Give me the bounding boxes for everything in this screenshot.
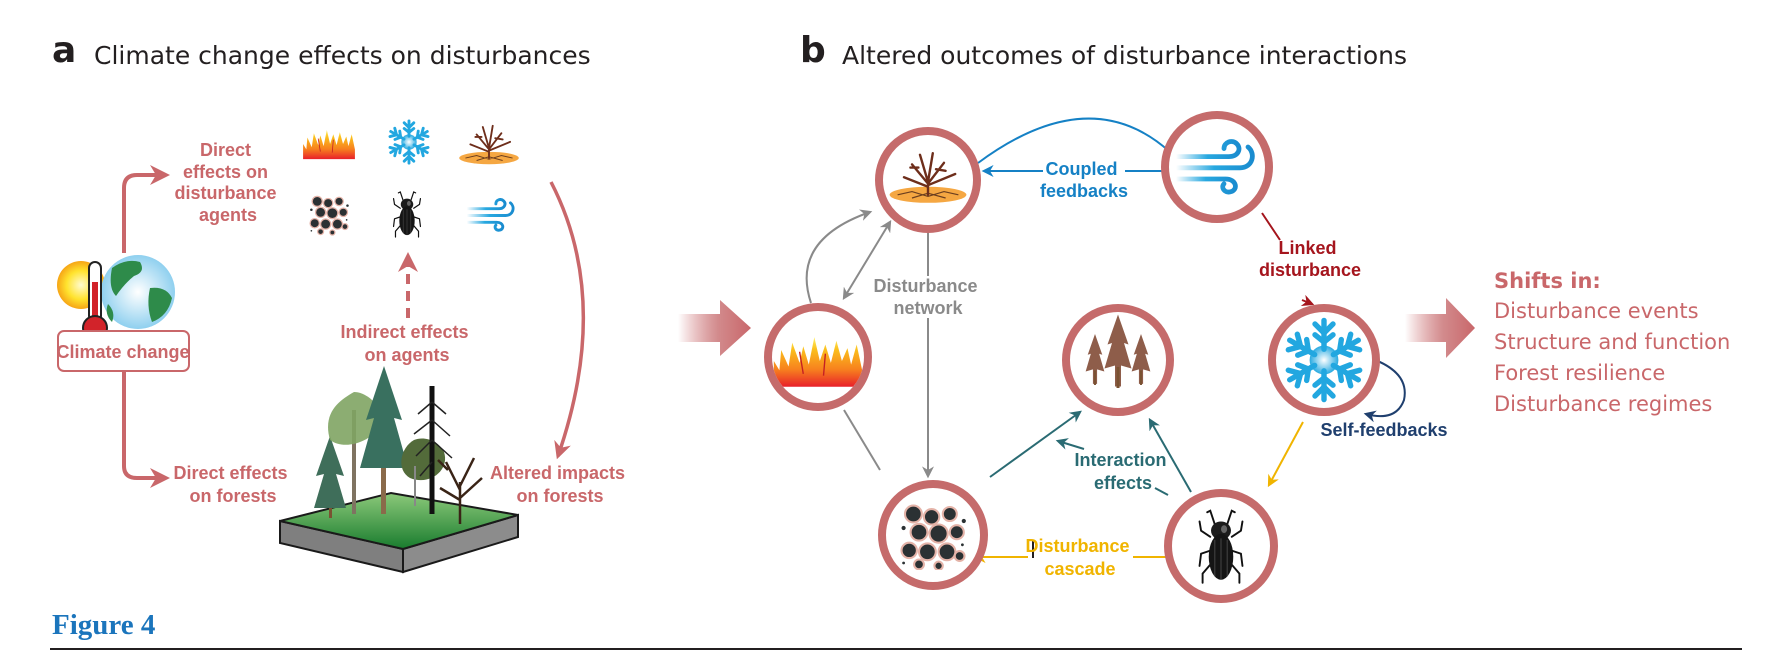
- shift-item: Structure and function: [1494, 330, 1730, 354]
- arrow-altered-impacts: [549, 181, 586, 460]
- globe-icon: [101, 255, 175, 329]
- node-pathogen: [878, 480, 988, 590]
- linked-line: [1261, 212, 1281, 241]
- fire-icon: [302, 129, 356, 160]
- disturbance-cascade-label: Disturbance cascade: [1025, 536, 1134, 579]
- input-arrow: [678, 300, 751, 356]
- climate-change-label: Climate change: [56, 342, 189, 362]
- cascade-arrow-snow-beetle: [1267, 421, 1304, 488]
- coupled-feedbacks-label: Coupled feedbacks: [1040, 159, 1128, 201]
- panel-a-title: Climate change effects on disturbances: [94, 41, 591, 70]
- coupled-feedback-arc: [977, 117, 1171, 164]
- direct-agents-label: Direct effects on disturbance agents: [174, 140, 281, 225]
- interaction-arrow-beetle-forest: [1148, 417, 1192, 493]
- beetle-icon: [392, 191, 422, 238]
- altered-impacts-label: Altered impacts on forests: [490, 463, 630, 506]
- direct-forests-label: Direct effects on forests: [173, 463, 292, 506]
- interaction-tick: [1154, 487, 1169, 496]
- node-wind: [1161, 111, 1273, 223]
- node-fire: [764, 303, 872, 411]
- node-snow: [1268, 304, 1380, 416]
- climate-change-box: [57, 330, 190, 372]
- interaction-effects-label: Interaction effects: [1074, 450, 1171, 493]
- shift-item: Disturbance regimes: [1494, 392, 1712, 416]
- self-feedback-loop: [1363, 357, 1406, 423]
- panel-b-letter: b: [800, 30, 826, 71]
- shifts-heading: Shifts in:: [1494, 269, 1601, 293]
- arrow-to-direct-agents: [122, 165, 170, 253]
- network-link-drought-fire: [842, 219, 892, 301]
- panel-b: b Altered outcomes of disturbance intera…: [678, 30, 1730, 603]
- pathogen-icon: [309, 195, 350, 236]
- panel-a-letter: a: [52, 30, 76, 71]
- shift-item: Disturbance events: [1494, 299, 1699, 323]
- figure-label: Figure 4: [52, 609, 155, 641]
- node-beetle: [1164, 489, 1278, 603]
- panel-b-title: Altered outcomes of disturbance interact…: [842, 41, 1407, 70]
- network-arc-fire-to-drought: [805, 209, 873, 304]
- linked-disturbance-label: Linked disturbance: [1259, 238, 1361, 280]
- node-drought: [875, 127, 981, 233]
- arrow-to-direct-forests: [122, 372, 170, 488]
- interaction-pointer: [1055, 438, 1085, 450]
- disturbance-network-label: Disturbance network: [873, 276, 982, 318]
- drought-icon: [458, 124, 520, 166]
- self-feedbacks-label: Self-feedbacks: [1320, 420, 1447, 440]
- indirect-agents-label: Indirect effects on agents: [340, 322, 473, 365]
- network-link-fire-pathogen: [843, 409, 881, 471]
- node-forest: [1062, 304, 1174, 416]
- climate-change-icon: [57, 255, 175, 341]
- snowflake-icon: [388, 121, 429, 163]
- linked-arrow: [1300, 294, 1315, 307]
- output-arrow: [1405, 298, 1475, 358]
- shift-item: Forest resilience: [1494, 361, 1665, 385]
- interaction-arrow-pathogen-forest: [989, 410, 1082, 478]
- wind-icon: [466, 198, 515, 232]
- forest-plot-illustration: [279, 366, 519, 574]
- panel-a: a Climate change effects on disturbances…: [52, 30, 630, 574]
